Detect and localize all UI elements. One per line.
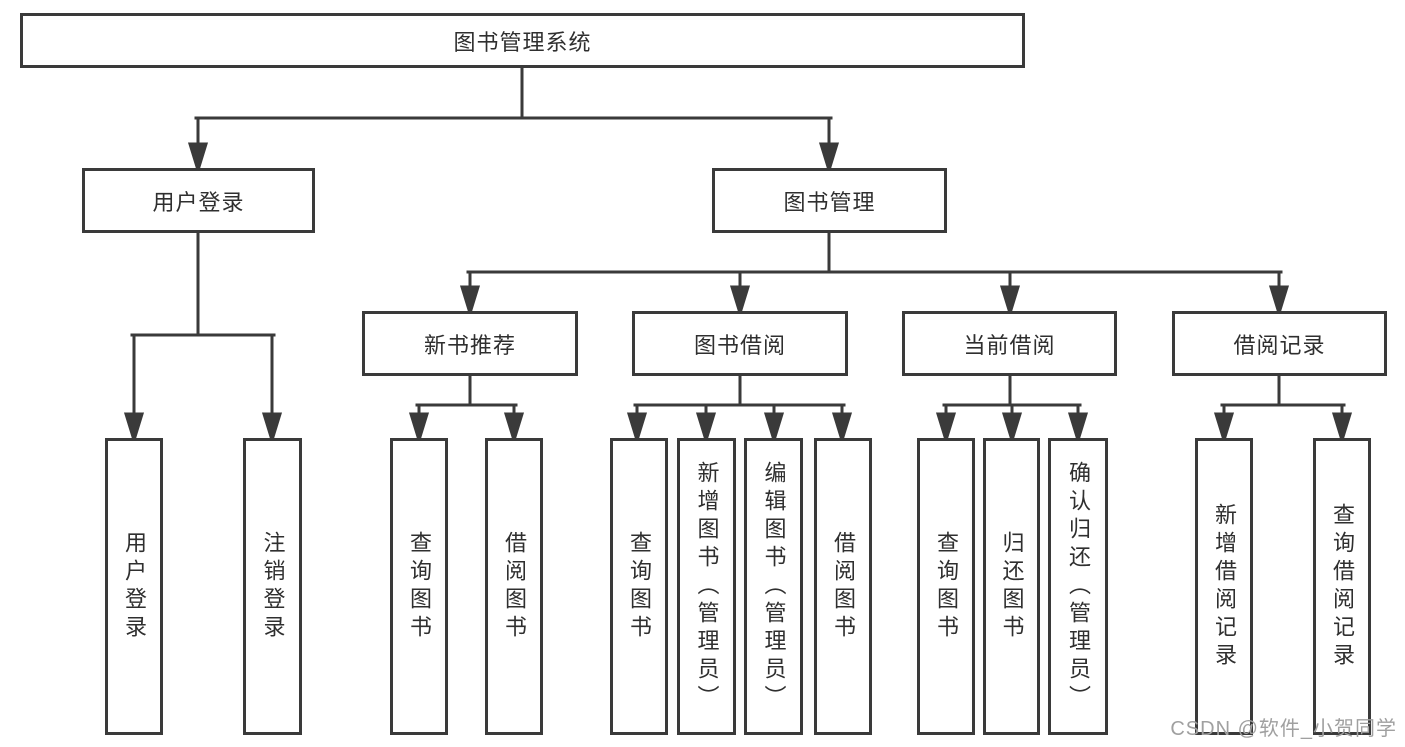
csdn-watermark: CSDN @软件_小贺同学 bbox=[1170, 718, 1397, 740]
leaf-label: 查询图书 bbox=[407, 530, 432, 643]
leaf-label: 查询图书 bbox=[934, 530, 959, 643]
leaf-query-books-recommend: 查询图书 bbox=[390, 438, 448, 735]
leaf-label: 借阅图书 bbox=[502, 530, 527, 643]
node-label: 图书管理 bbox=[783, 189, 876, 215]
leaf-edit-books-admin: 编辑图书（管理员） bbox=[744, 438, 803, 735]
leaf-label: 注销登录 bbox=[260, 530, 286, 643]
leaf-label: 查询借阅记录 bbox=[1330, 502, 1355, 671]
leaf-query-books-borrow: 查询图书 bbox=[610, 438, 668, 735]
node-label: 新书推荐 bbox=[423, 332, 516, 358]
leaf-add-books-admin: 新增图书（管理员） bbox=[677, 438, 736, 735]
node-label: 用户登录 bbox=[152, 189, 245, 215]
edge-current-borrow-to-leaves bbox=[935, 374, 1089, 446]
leaf-label: 用户登录 bbox=[122, 530, 147, 643]
node-current-borrowing: 当前借阅 bbox=[902, 311, 1117, 376]
leaf-return-books: 归还图书 bbox=[983, 438, 1040, 735]
node-new-book-recommendation: 新书推荐 bbox=[362, 311, 578, 376]
leaf-query-books-current: 查询图书 bbox=[917, 438, 975, 735]
leaf-label: 新增图书（管理员） bbox=[694, 460, 720, 713]
node-book-management: 图书管理 bbox=[712, 168, 947, 233]
edge-user-login-to-leaves bbox=[123, 230, 283, 446]
leaf-borrow-books: 借阅图书 bbox=[814, 438, 872, 735]
node-label: 当前借阅 bbox=[963, 332, 1056, 358]
leaf-user-login: 用户登录 bbox=[105, 438, 163, 735]
node-library-management-system: 图书管理系统 bbox=[20, 13, 1025, 68]
node-borrowing-records: 借阅记录 bbox=[1172, 311, 1387, 376]
leaf-borrow-books-recommend: 借阅图书 bbox=[485, 438, 543, 735]
node-label: 图书管理系统 bbox=[453, 29, 592, 55]
leaf-confirm-return-admin: 确认归还（管理员） bbox=[1048, 438, 1108, 735]
leaf-logout: 注销登录 bbox=[243, 438, 302, 735]
leaf-label: 新增借阅记录 bbox=[1212, 502, 1237, 671]
edge-borrow-record-to-leaves bbox=[1213, 374, 1353, 446]
edge-book-management-to-level3 bbox=[459, 230, 1290, 319]
leaf-add-borrow-record: 新增借阅记录 bbox=[1195, 438, 1253, 735]
leaf-label: 借阅图书 bbox=[831, 530, 856, 643]
leaf-label: 归还图书 bbox=[999, 530, 1025, 643]
edge-root-to-level2 bbox=[187, 65, 840, 176]
node-label: 借阅记录 bbox=[1233, 332, 1326, 358]
node-label: 图书借阅 bbox=[693, 332, 786, 358]
edge-new-book-to-leaves bbox=[408, 374, 525, 446]
node-book-borrowing: 图书借阅 bbox=[632, 311, 848, 376]
leaf-label: 确认归还（管理员） bbox=[1066, 460, 1091, 713]
leaf-label: 查询图书 bbox=[627, 530, 652, 643]
leaf-label: 编辑图书（管理员） bbox=[761, 460, 787, 713]
edge-book-borrow-to-leaves bbox=[626, 374, 853, 446]
node-user-login: 用户登录 bbox=[82, 168, 315, 233]
leaf-query-borrow-record: 查询借阅记录 bbox=[1313, 438, 1371, 735]
